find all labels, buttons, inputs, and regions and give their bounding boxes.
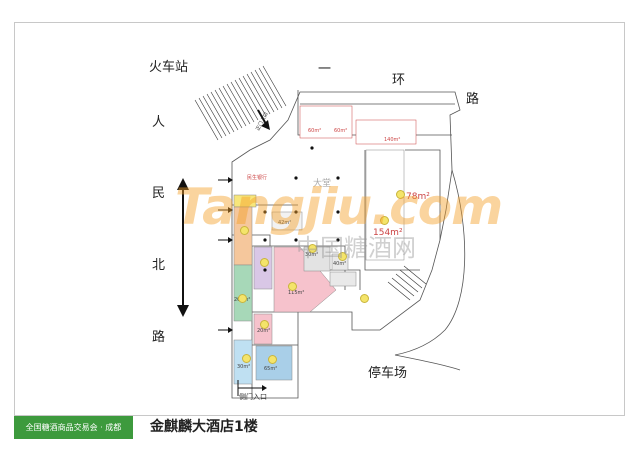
area-label: 30m² [305,252,319,258]
booth-marker [396,190,405,199]
booth-marker [260,320,269,329]
side-entrance-label: 侧门入口 [239,393,267,401]
area-label: 42m² [278,220,292,226]
area-label: 115m² [288,290,305,296]
booth-marker [238,294,247,303]
fair-name-badge: 全国糖酒商品交易会 · 成都 [14,416,133,439]
booth-marker [338,252,347,261]
footer: 全国糖酒商品交易会 · 成都 金麒麟大酒店1楼 [14,415,625,439]
area-label: 60m² [308,128,322,134]
parking-label: 停车场 [368,366,408,381]
area-label: 140m² [384,137,401,143]
train-station-label: 火车站 [149,60,189,75]
venue-title: 金麒麟大酒店1楼 [150,419,258,435]
area-label: 78m² [406,192,430,202]
booth-marker [260,258,269,267]
street-char: 民 [152,186,166,201]
booth-marker [360,294,369,303]
area-label: 40m² [333,261,347,267]
area-label: 65m² [264,366,278,372]
area-label: 60m² [334,128,348,134]
bank-label: 民生银行 [247,175,268,181]
booth-marker [380,216,389,225]
street-char: 人 [152,115,166,130]
area-label: 154m² [373,228,403,238]
map-frame [14,22,625,416]
booth-marker [240,226,249,235]
booth-marker [288,282,297,291]
booth-marker [242,354,251,363]
booth-marker [268,355,277,364]
lobby-label: 大堂 [313,179,332,189]
ring-road-char: 环 [392,73,406,88]
ring-road-char: 路 [466,92,480,107]
area-label: 30m² [237,364,251,370]
street-char: 北 [152,258,166,273]
booth-marker [308,244,317,253]
area-label: 20m² [257,328,271,334]
ring-road-char: 一 [318,62,332,77]
street-char: 路 [152,330,166,345]
watermark-latin: Tangjiu.com [175,178,503,236]
watermark-chinese: 中国糖酒网 [296,234,416,262]
